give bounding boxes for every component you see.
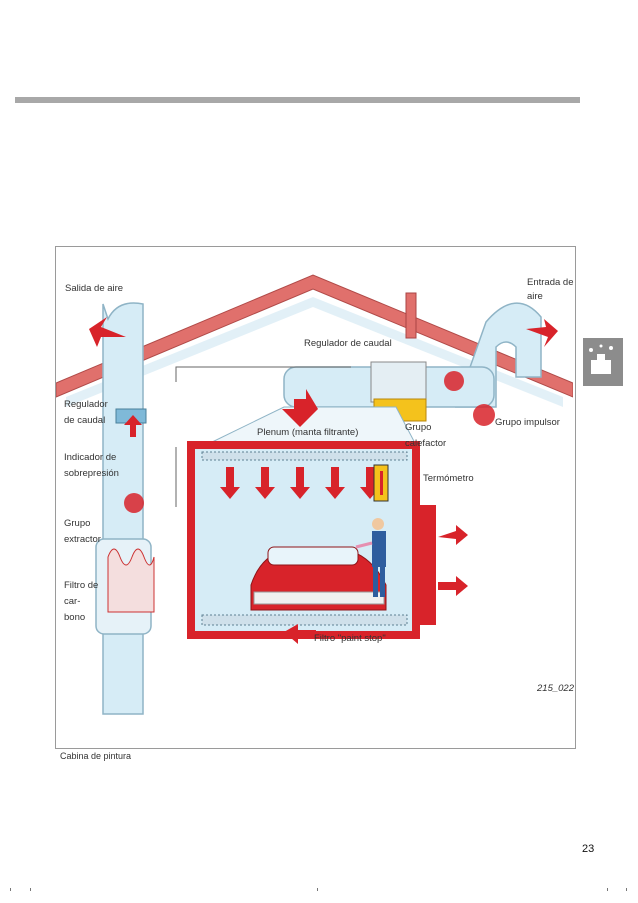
label-filtro-paint-stop: Filtro "paint stop" [314,633,386,644]
label-entrada-aire: Entrada de aire [527,277,574,302]
header-rule [15,97,580,103]
label-indicador-sobrepresion: Indicador de sobrepresión [64,452,119,479]
painter [355,518,386,597]
carbon-filter [107,548,155,613]
page-number: 23 [582,843,595,855]
label-plenum: Plenum (manta filtrante) [257,427,359,438]
label-grupo-impulsor: Grupo impulsor [495,417,560,428]
crop-mark [317,888,318,891]
control-lines [175,366,351,507]
label-filtro-carbono: Filtro de car- bono [64,580,99,623]
label-grupo-calefactor: Grupo calefactor [405,422,447,449]
car [250,546,387,611]
figure-id: 215_022 [537,683,574,694]
label-regulador-caudal-left: Regulador de caudal [64,399,108,426]
roof [56,274,573,407]
crop-mark [10,888,11,891]
exhaust-duct [95,302,152,715]
paint-booth-diagram [56,247,573,746]
airflow-arrows [89,317,558,644]
label-grupo-extractor: Grupo extractor [64,518,101,545]
figure-caption: Cabina de pintura [60,751,132,761]
crop-mark [607,888,608,891]
label-termometro: Termómetro [423,473,474,484]
supply-duct [283,292,542,426]
thermometer [373,464,389,502]
crop-mark [626,888,627,891]
section-tab-icon [583,338,623,386]
label-salida-aire: Salida de aire [65,283,124,294]
crop-mark [30,888,31,891]
label-regulador-caudal-top: Regulador de caudal [304,338,392,349]
